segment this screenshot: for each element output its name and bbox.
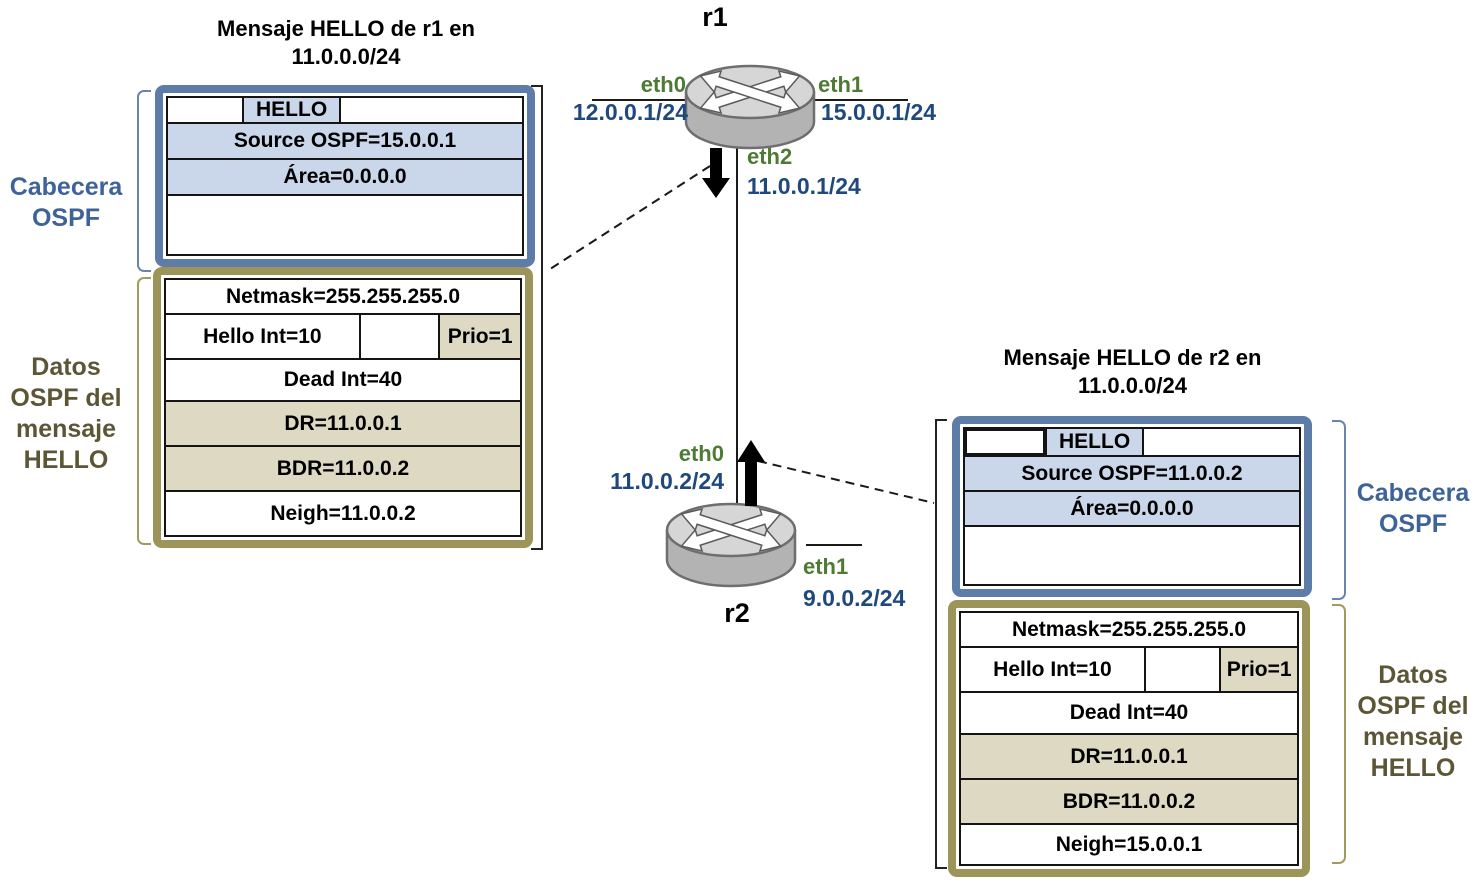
r1-eth1-label: eth1 (818, 72, 864, 97)
r2-neigh-cell: Neigh=15.0.0.1 (1055, 832, 1203, 856)
r1-hello-title: Mensaje HELLO de r1 en 11.0.0.0/24 (150, 15, 542, 71)
r2-hello-arrow-up (737, 440, 765, 506)
r2-callout-dashed-line (757, 460, 935, 504)
r2-data-bracket (1332, 604, 1346, 864)
r2-eth0-ip: 11.0.0.2/24 (610, 468, 724, 494)
r2-hello-title-line1: Mensaje HELLO de r2 en (1003, 345, 1262, 370)
r1-area-cell: Área=0.0.0.0 (168, 160, 522, 196)
r1-ospf-data-box: Netmask=255.255.255.0 Hello Int=10 Prio=… (153, 267, 533, 548)
r1-message-bracket (531, 85, 543, 550)
r2-eth0-label: eth0 (678, 441, 724, 466)
r1-hello-int-row: Hello Int=10 Prio=1 (166, 315, 520, 360)
datos-ospf-label-left: Datos OSPF del mensaje HELLO (10, 353, 122, 474)
cabecera-ospf-label-left: Cabecera OSPF (9, 173, 123, 232)
r1-neigh-cell: Neigh=11.0.0.2 (270, 501, 416, 525)
r2-header-first-cell (965, 429, 1045, 455)
r2-ospf-data-box: Netmask=255.255.255.0 Hello Int=10 Prio=… (948, 600, 1310, 877)
r1-hello-type-row: HELLO (168, 98, 522, 124)
r1-ospf-header-box: HELLO Source OSPF=15.0.0.1 Área=0.0.0.0 (155, 85, 535, 267)
r2-header-empty-cell (965, 527, 1299, 584)
r1-eth2-label: eth2 (747, 144, 793, 169)
r1-dead-int-cell: Dead Int=40 (166, 360, 520, 402)
r2-dr-cell: DR=11.0.0.1 (961, 735, 1297, 780)
cabecera-ospf-label-right: Cabecera OSPF (1356, 479, 1470, 538)
r2-hello-int-cell: Hello Int=10 (961, 648, 1146, 691)
r1-hello-arrow-down (702, 148, 730, 198)
r1-hello-title-line1: Mensaje HELLO de r1 en (217, 16, 475, 41)
r2-hello-int-row: Hello Int=10 Prio=1 (961, 648, 1297, 693)
r1-hello-int-cell: Hello Int=10 (166, 315, 361, 358)
r2-hello-title: Mensaje HELLO de r2 en 11.0.0.0/24 (950, 344, 1315, 400)
r1-eth2-ip: 11.0.0.1/24 (747, 173, 861, 199)
r2-bdr-cell: BDR=11.0.0.2 (961, 780, 1297, 825)
r2-header-bracket (1332, 420, 1346, 600)
r2-eth1-ip: 9.0.0.2/24 (803, 585, 906, 611)
r2-hello-title-line2: 11.0.0.0/24 (1078, 373, 1187, 398)
r1-empty-cell (361, 315, 441, 358)
r2-prio-cell: Prio=1 (1221, 648, 1297, 691)
r2-empty-cell (1146, 648, 1222, 691)
r1-bdr-cell: BDR=11.0.0.2 (166, 447, 520, 492)
router-r1-label: r1 (702, 2, 728, 32)
r2-eth1-label: eth1 (803, 554, 849, 579)
datos-ospf-label-right: Datos OSPF del mensaje HELLO (1357, 661, 1469, 782)
r1-dr-cell: DR=11.0.0.1 (166, 402, 520, 447)
r2-netmask-cell: Netmask=255.255.255.0 (961, 613, 1297, 648)
r1-eth1-ip: 15.0.0.1/24 (821, 99, 937, 125)
r1-eth0-label: eth0 (640, 72, 686, 97)
router-r2-icon (665, 502, 797, 588)
r1-header-bracket (137, 90, 151, 272)
r2-hello-type-cell: HELLO (1045, 429, 1145, 455)
r1-hello-type-cell: HELLO (242, 98, 342, 122)
r1-prio-cell: Prio=1 (440, 315, 520, 358)
r1-callout-dashed-line (546, 165, 711, 272)
r2-message-bracket (935, 419, 947, 869)
r2-hello-type-row: HELLO (965, 429, 1299, 457)
router-r2-label: r2 (724, 598, 750, 628)
r1-header-empty-cell (168, 196, 522, 254)
r1-source-ospf-cell: Source OSPF=15.0.0.1 (168, 124, 522, 160)
r2-source-ospf-cell: Source OSPF=11.0.0.2 (965, 457, 1299, 492)
r1-netmask-cell: Netmask=255.255.255.0 (166, 280, 520, 315)
r1-eth0-ip: 12.0.0.1/24 (572, 99, 688, 125)
r2-dead-int-cell: Dead Int=40 (961, 693, 1297, 735)
r1-data-bracket (137, 277, 151, 545)
r2-area-cell: Área=0.0.0.0 (965, 492, 1299, 527)
router-r1-icon (684, 64, 816, 150)
r2-ospf-header-box: HELLO Source OSPF=11.0.0.2 Área=0.0.0.0 (952, 416, 1312, 597)
r1-hello-title-line2: 11.0.0.0/24 (291, 44, 401, 69)
